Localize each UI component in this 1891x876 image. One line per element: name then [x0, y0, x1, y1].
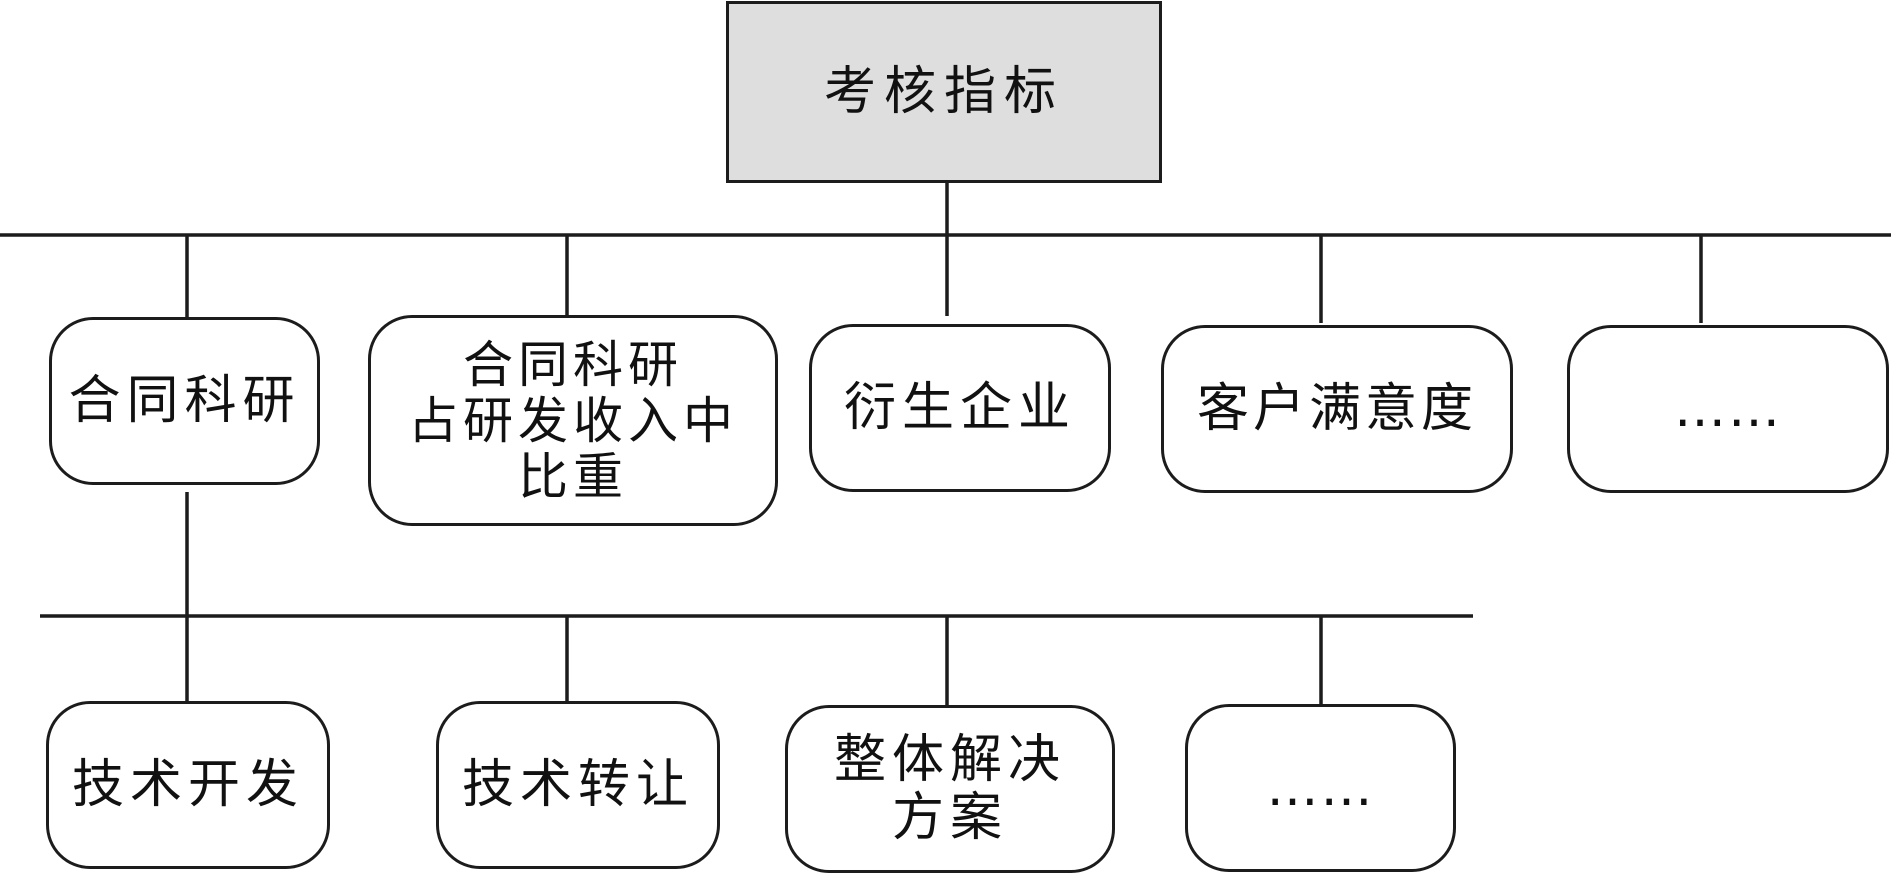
node-label: 整体解决 方案 [833, 729, 1066, 848]
node-customer-satisfaction: 客户满意度 [1161, 325, 1513, 493]
node-label: 衍生企业 [843, 377, 1076, 438]
node-total-solution: 整体解决 方案 [785, 705, 1115, 873]
node-contract-research-ratio: 合同科研 占研发收入中 比重 [368, 315, 778, 526]
node-label: 合同科研 [68, 370, 301, 431]
node-label: 客户满意度 [1196, 378, 1477, 439]
node-more-level1: …… [1567, 325, 1889, 493]
root-label: 考核指标 [823, 61, 1064, 122]
node-label: 技术转让 [461, 754, 694, 815]
node-label: 合同科研 占研发收入中 比重 [408, 335, 738, 506]
ellipsis-label: …… [1266, 757, 1375, 818]
node-technology-development: 技术开发 [46, 701, 330, 869]
node-technology-transfer: 技术转让 [436, 701, 720, 869]
node-spinoff-companies: 衍生企业 [809, 324, 1111, 492]
root-node: 考核指标 [726, 1, 1162, 183]
node-label: 技术开发 [71, 754, 304, 815]
node-contract-research: 合同科研 [49, 317, 320, 485]
ellipsis-label: …… [1674, 378, 1782, 439]
node-more-level2: …… [1185, 704, 1456, 872]
